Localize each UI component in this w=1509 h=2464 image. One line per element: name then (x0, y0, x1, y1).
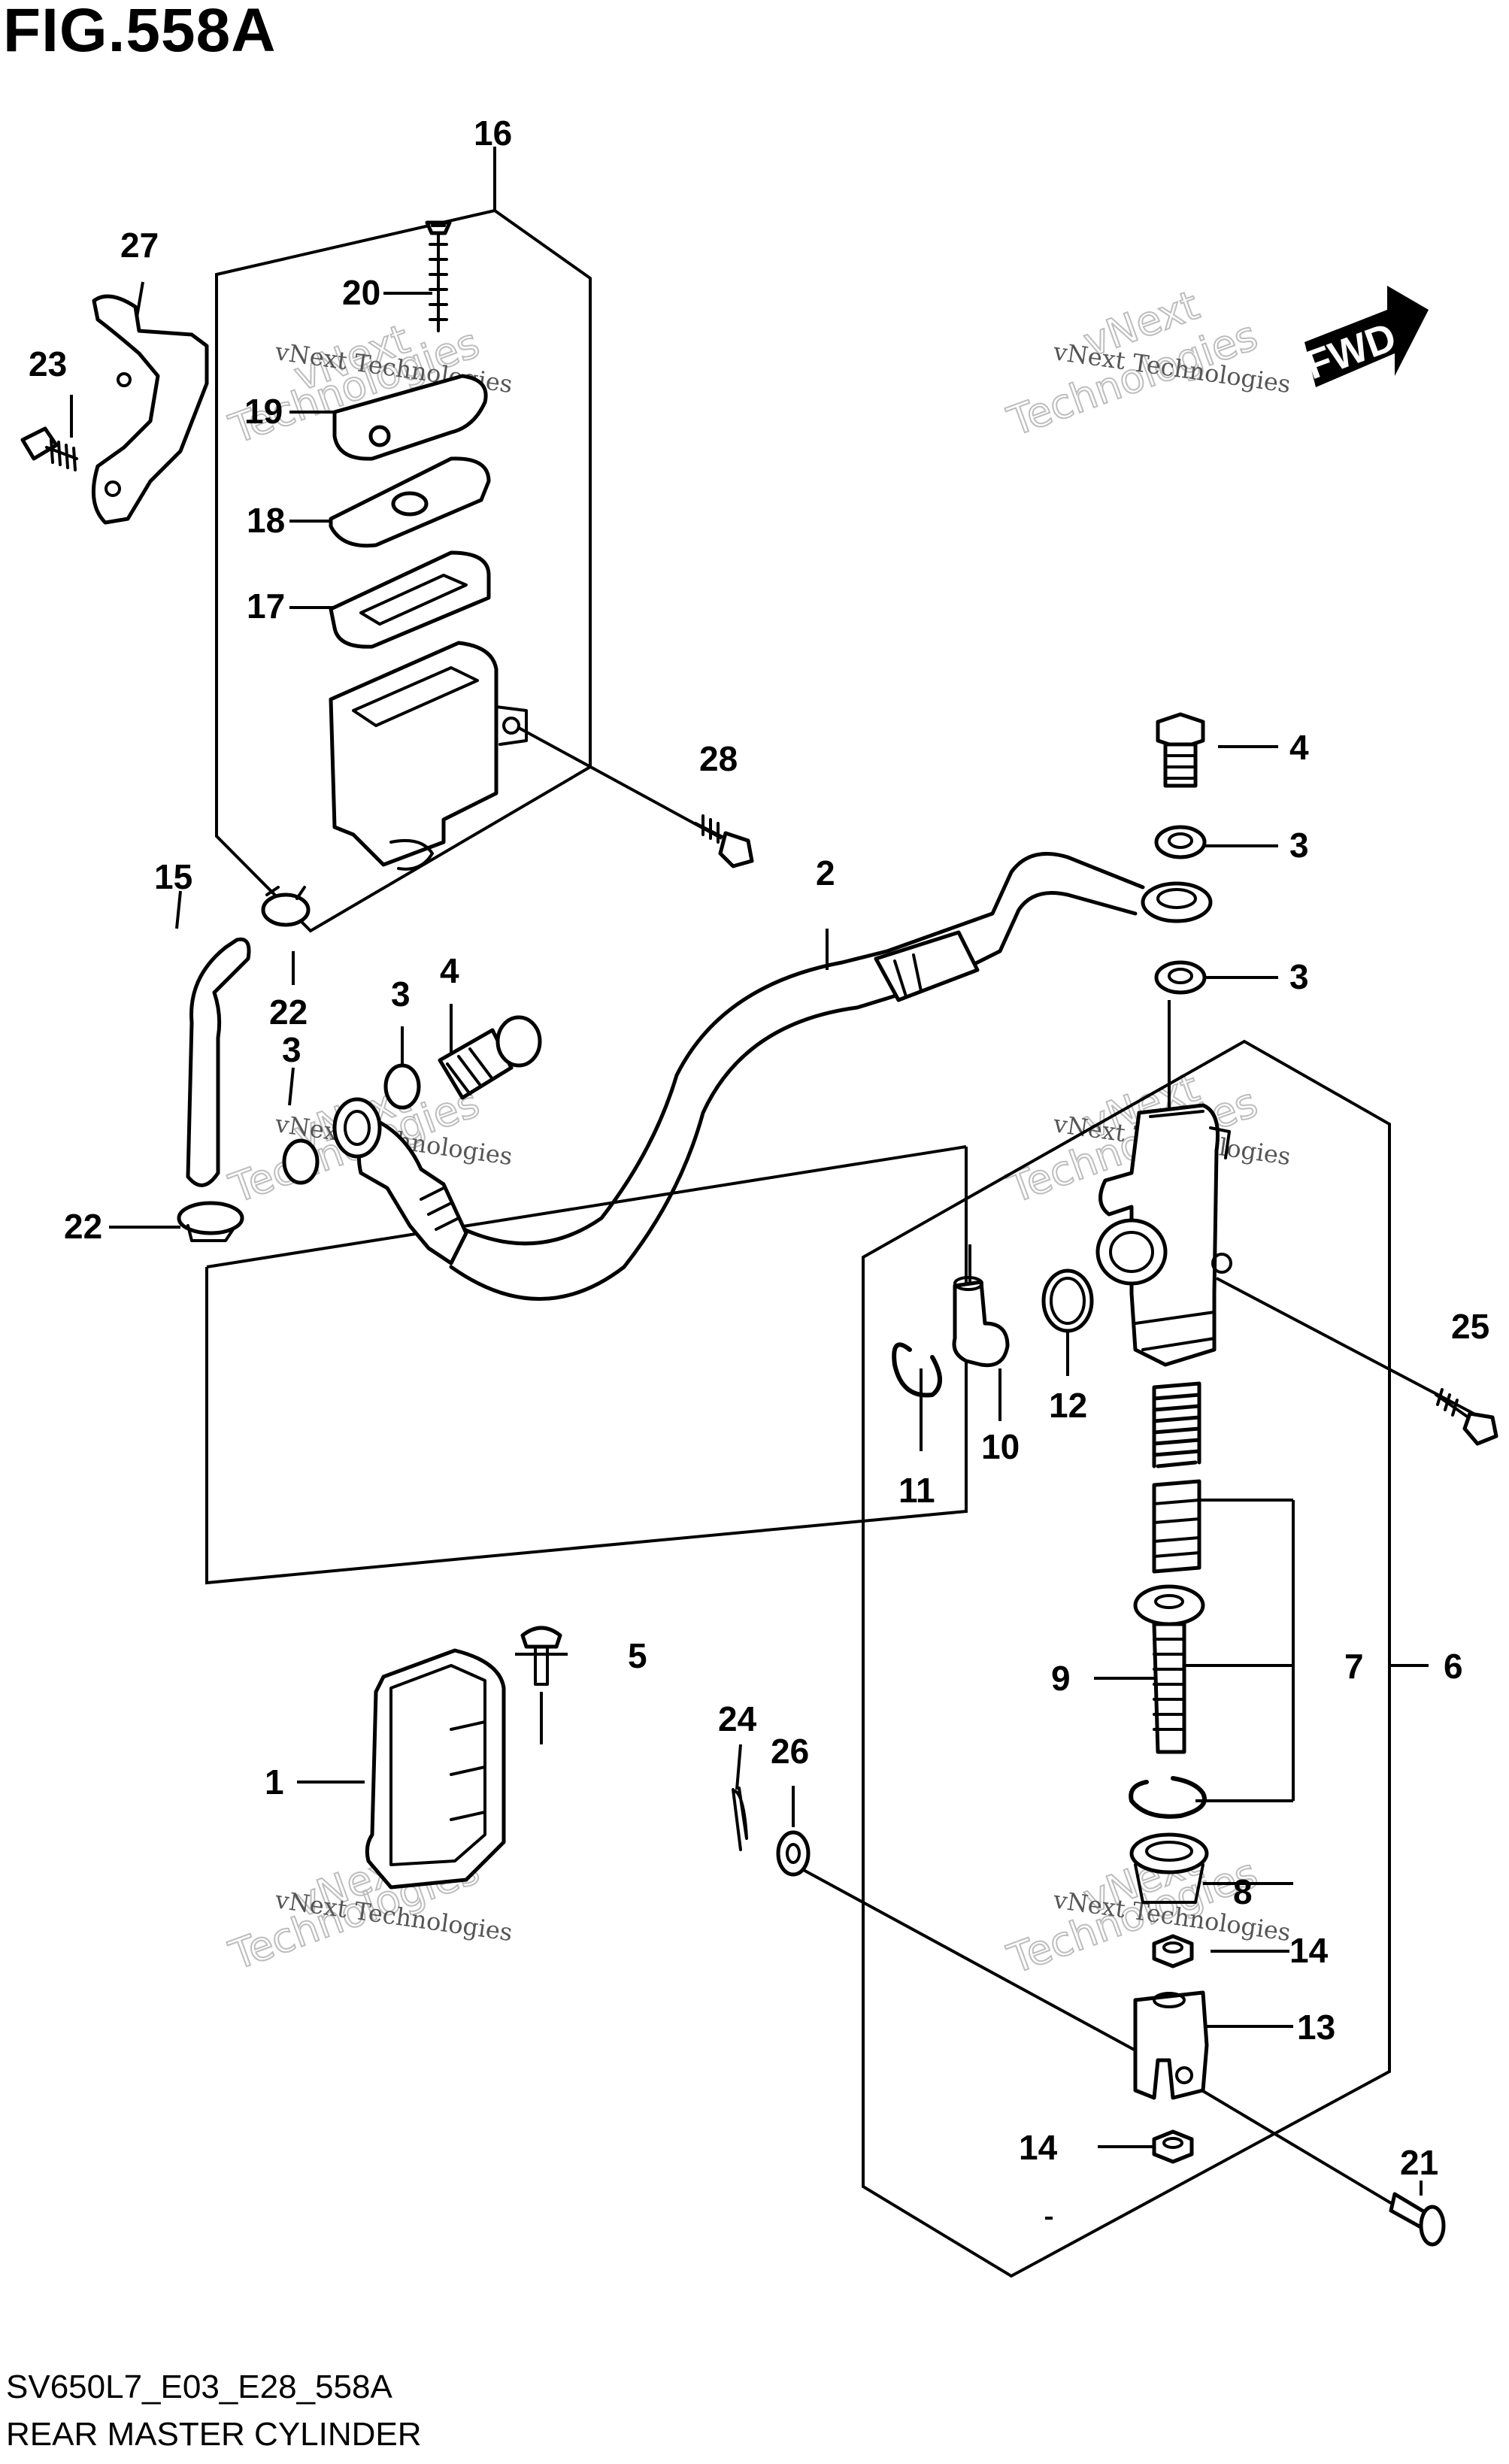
part-14-nut-lower (1152, 2129, 1194, 2164)
callout-27: 27 (120, 226, 159, 265)
part-27-hole-1 (117, 372, 132, 387)
callout-28: 28 (699, 739, 738, 778)
part-3-washer-d-hole (1168, 968, 1193, 984)
part-2-brake-hose (332, 852, 1213, 1301)
part-24-cotter-pin (732, 1787, 748, 1851)
part-26-washer-hole (786, 1843, 801, 1864)
part-23-bolt (20, 426, 78, 471)
part-26-washer (776, 1830, 811, 1877)
part-22-clamp-lower (177, 1201, 244, 1242)
callout-24: 24 (718, 1699, 757, 1738)
callout-5: 5 (628, 1636, 647, 1675)
callout-9: 9 (1051, 1659, 1071, 1698)
callout-17: 17 (247, 586, 285, 626)
part-1-cover (365, 1648, 506, 1890)
hose-group-box (206, 1145, 967, 1268)
part-3-washer-c (1154, 825, 1207, 859)
part-circlip-lower (1129, 1776, 1207, 1819)
callout-1: 1 (265, 1762, 284, 1802)
part-reservoir-body (329, 641, 528, 871)
callout-22-upper: 22 (269, 993, 308, 1032)
callout-4-left: 4 (440, 951, 459, 990)
callout-16: 16 (474, 114, 512, 153)
part-21-pin (1389, 2192, 1446, 2247)
part-8-boot (1129, 1832, 1209, 1904)
callout-25: 25 (1451, 1307, 1489, 1346)
callout-numbers: 16 27 20 23 19 18 17 4 28 3 15 2 3 4 3 2… (29, 114, 1489, 2182)
part-3-washer-a (282, 1138, 320, 1185)
callout-3-b: 3 (391, 974, 411, 1014)
hose-group-line-2 (205, 1147, 968, 1585)
part-spring (1152, 1381, 1201, 1468)
callout-8: 8 (1233, 1872, 1253, 1911)
part-27-bracket (91, 294, 209, 525)
part-17-diaphragm (329, 550, 491, 649)
callout-21: 21 (1400, 2143, 1438, 2182)
callout-10: 10 (981, 1427, 1020, 1466)
callout-3-a: 3 (282, 1030, 301, 1069)
callout-18: 18 (247, 501, 285, 540)
callout-4-right: 4 (1289, 728, 1309, 767)
figure-name: REAR MASTER CYLINDER (6, 2416, 422, 2453)
callout-2: 2 (816, 853, 835, 893)
callout-23: 23 (29, 344, 67, 383)
callout-20: 20 (342, 273, 380, 312)
part-15-hose (186, 937, 251, 1187)
callout-14-upper: 14 (1289, 1931, 1329, 1970)
callout-26: 26 (771, 1732, 809, 1771)
callout-22-lower: 22 (64, 1207, 102, 1246)
callout-12: 12 (1049, 1386, 1087, 1425)
callout-3-d: 3 (1289, 957, 1309, 996)
callout-19: 19 (244, 392, 283, 431)
callout-14-lower: 14 (1019, 2128, 1058, 2167)
part-10-fitting (952, 1276, 1010, 1368)
watermark-2: vNext Technologies vNext Technologies (1001, 280, 1292, 447)
fwd-arrow-icon: FWD (1300, 286, 1429, 388)
callout-11: 11 (898, 1471, 935, 1510)
part-4-banjo-bolt-right (1156, 712, 1205, 788)
part-3-washer-c-hole (1168, 832, 1193, 849)
part-22-clamp-upper (261, 886, 311, 927)
callout-13: 13 (1297, 2008, 1335, 2047)
part-28-bolt (694, 814, 754, 868)
figure-title: FIG.558A (3, 0, 277, 65)
part-14-nut-upper (1152, 1934, 1194, 1968)
part-25-bolt (1435, 1388, 1498, 1446)
part-4-banjo-bolt-left (438, 1015, 542, 1100)
callout-7: 7 (1344, 1647, 1364, 1686)
part-5-screw (520, 1626, 562, 1686)
part-3-washer-d (1154, 960, 1207, 995)
part-piston-cups (1152, 1479, 1201, 1574)
part-master-cylinder-body (1095, 1103, 1232, 1367)
part-11-circlip (892, 1342, 942, 1398)
figure-code: SV650L7_E03_E28_558A (6, 2369, 392, 2405)
cylinder-group-box (862, 1039, 1391, 2278)
part-3-washer-b (383, 1063, 421, 1110)
part-18-hole (391, 491, 429, 517)
callout-6: 6 (1444, 1647, 1463, 1686)
part-12-o-ring-inner (1050, 1277, 1086, 1325)
part-27-hole-2 (105, 480, 121, 497)
callout-3-c: 3 (1289, 826, 1309, 865)
part-13-clevis (1133, 1990, 1209, 2100)
part-20-screw (425, 220, 452, 332)
part-9-push-rod (1133, 1584, 1205, 1754)
callout-15: 15 (154, 857, 192, 896)
part-19-hole (368, 425, 391, 447)
